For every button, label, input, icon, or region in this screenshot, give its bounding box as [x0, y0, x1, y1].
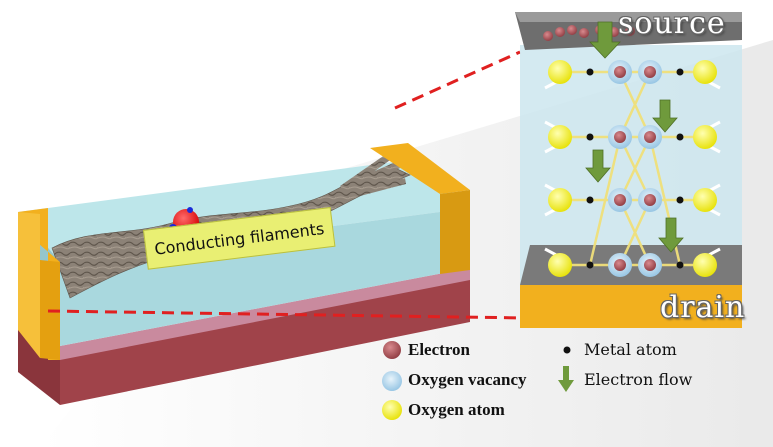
left-electrode-side [18, 212, 40, 358]
guide-line-top [394, 50, 521, 110]
legend-flow-label: Electron flow [584, 370, 693, 389]
vacancy-electrons [608, 60, 662, 277]
legend-oxygen-label: Oxygen atom [408, 400, 505, 419]
oxygen-atoms [548, 60, 717, 277]
substrate-left [18, 328, 60, 405]
legend-vacancy-swatch [382, 371, 402, 391]
source-label: source [618, 6, 726, 41]
substrate-front [60, 278, 470, 405]
right-electrode-top [370, 143, 470, 194]
legend-flow-swatch [558, 366, 574, 392]
filament-branch-2 [358, 178, 406, 196]
filament-branch-1 [350, 160, 404, 190]
metal-atoms [586, 68, 684, 269]
drain-label: drain [660, 290, 746, 325]
legend-metal-label: Metal atom [584, 340, 677, 359]
legend-electron-label: Electron [408, 340, 471, 359]
source-electrode-top [515, 12, 742, 22]
electron-flow-arrows [585, 21, 684, 253]
right-electrode-face [440, 190, 470, 274]
legend-vacancy-label: Oxygen vacancy [408, 370, 527, 389]
filament-branch-3 [340, 150, 397, 192]
legend-symbols [382, 341, 574, 420]
guide-line-bottom [47, 309, 529, 320]
drain-electrode [520, 285, 742, 328]
legend-metal-swatch [563, 346, 571, 354]
ion-electron-3 [187, 207, 193, 213]
legend-oxygen-swatch [382, 400, 402, 420]
legend-electron-swatch [383, 341, 401, 359]
